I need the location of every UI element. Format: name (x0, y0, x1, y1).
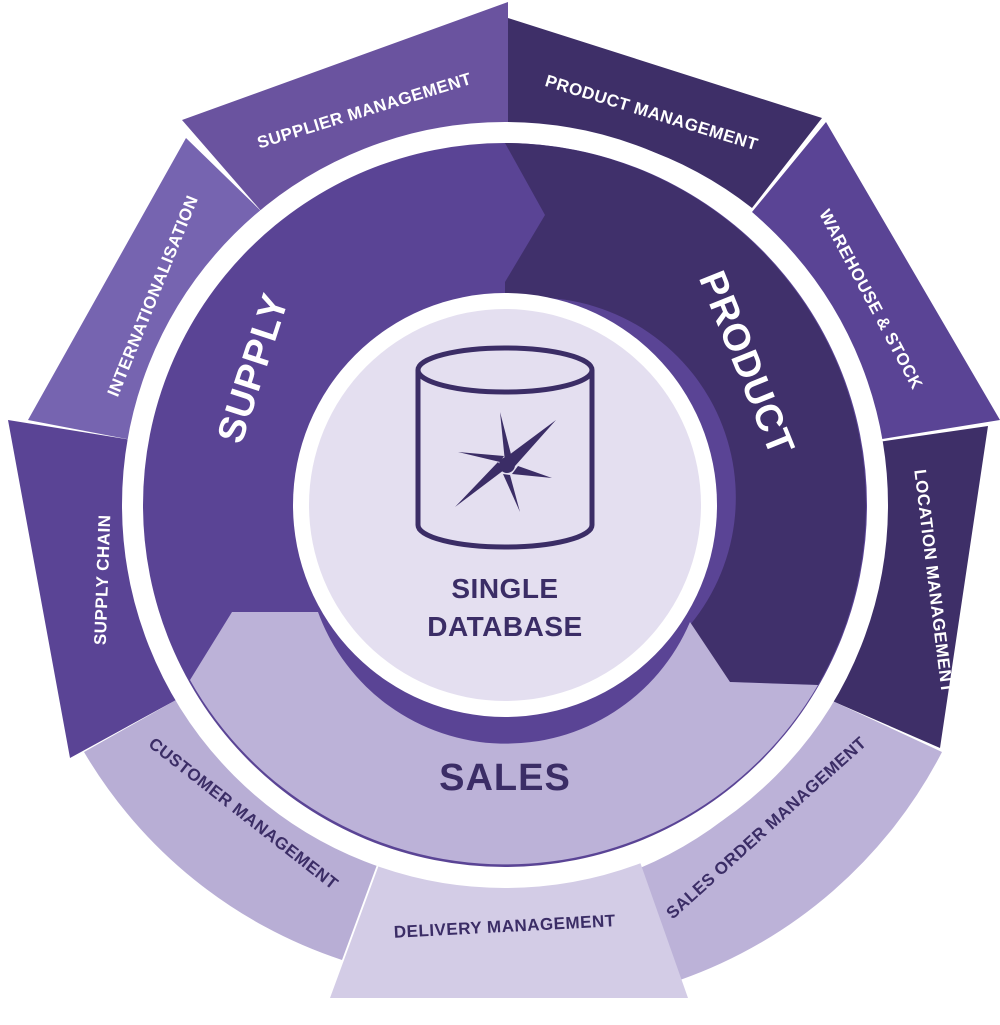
domain-product[interactable] (505, 143, 866, 685)
segment-location-management[interactable] (830, 426, 988, 748)
domain-sales[interactable] (190, 612, 818, 865)
segment-internationalisation[interactable] (28, 138, 262, 440)
center-disc[interactable] (309, 309, 701, 701)
outer-ring (8, 2, 1000, 998)
domain-label-sales: SALES (439, 757, 571, 799)
center-label-line1: SINGLE (451, 573, 558, 604)
segment-supplier-management[interactable] (182, 2, 508, 212)
outer-separator-ring (122, 122, 888, 888)
segment-customer-management[interactable] (84, 700, 378, 960)
segment-product-management[interactable] (508, 18, 822, 208)
label-supply-chain: SUPPLY CHAIN (91, 514, 115, 645)
star-icon (455, 412, 556, 512)
segment-supply-chain[interactable] (8, 420, 176, 758)
database-icon (415, 345, 595, 550)
segment-warehouse-stock[interactable] (752, 122, 1000, 440)
segment-sales-order-management[interactable] (640, 698, 942, 980)
center-label-line2: DATABASE (427, 611, 582, 642)
segment-delivery-management[interactable] (330, 862, 688, 998)
